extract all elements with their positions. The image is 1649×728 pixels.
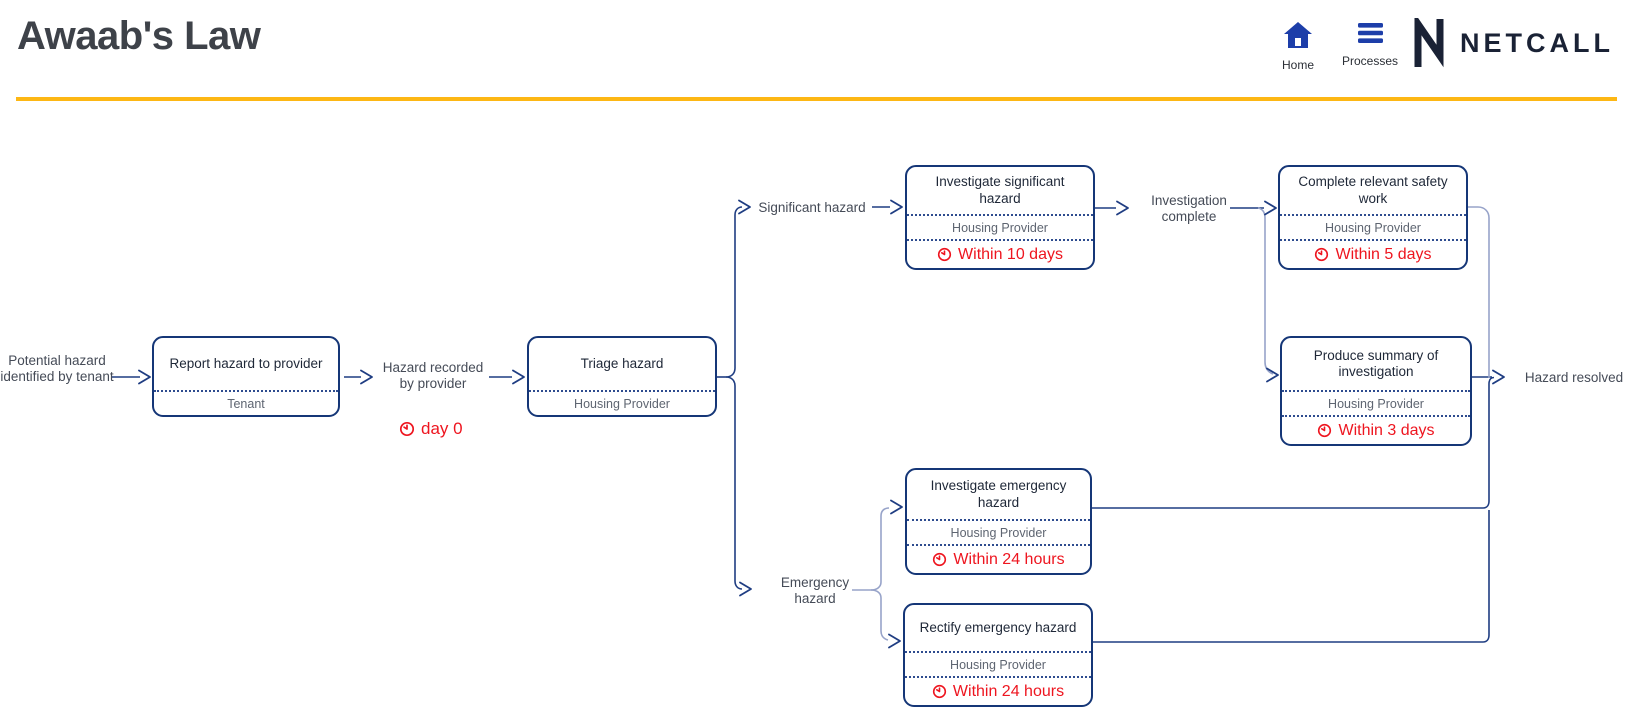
node-title: Investigate significant hazard	[935, 174, 1065, 206]
node-title: Complete relevant safety work	[1298, 174, 1448, 206]
label-significant-hazard: Significant hazard	[758, 200, 866, 215]
node-produce-summary: Produce summary of investigation Housing…	[1280, 336, 1472, 446]
node-title: Rectify emergency hazard	[919, 619, 1077, 635]
node-title: Investigate emergency hazard	[930, 478, 1067, 510]
processes-icon	[1357, 23, 1383, 43]
page-title: Awaab's Law	[17, 14, 261, 58]
nav-processes-label: Processes	[1342, 54, 1399, 68]
clock-icon	[399, 421, 415, 437]
nav-home-label: Home	[1281, 58, 1314, 72]
node-report-hazard: Report hazard to provider Tenant	[152, 336, 340, 417]
node-title: Produce summary of investigation	[1313, 347, 1439, 379]
clock-icon	[932, 684, 947, 699]
netcall-wordmark: NETCALL	[1460, 27, 1614, 58]
node-role: Housing Provider	[907, 214, 1093, 239]
header-accent-divider	[16, 97, 1617, 101]
label-day0-deadline: day 0	[399, 419, 463, 439]
node-triage-hazard: Triage hazard Housing Provider	[527, 336, 717, 417]
home-icon	[1284, 22, 1312, 48]
label-hazard-recorded: Hazard recorded by provider	[382, 360, 484, 391]
label-emergency-hazard: Emergency hazard	[780, 575, 850, 606]
node-role: Housing Provider	[529, 390, 715, 415]
nav-processes[interactable]: Processes	[1342, 20, 1398, 68]
node-role: Housing Provider	[1282, 390, 1470, 415]
node-role: Housing Provider	[1280, 214, 1466, 239]
node-investigate-emergency: Investigate emergency hazard Housing Pro…	[905, 468, 1092, 575]
node-investigate-significant: Investigate significant hazard Housing P…	[905, 165, 1095, 270]
nav-home[interactable]: Home	[1270, 20, 1326, 72]
netcall-logo: NETCALL	[1412, 18, 1614, 68]
node-title: Triage hazard	[580, 355, 664, 371]
node-title: Report hazard to provider	[169, 355, 323, 371]
clock-icon	[1318, 423, 1332, 438]
label-investigation-complete: Investigation complete	[1151, 193, 1227, 224]
node-deadline: Within 3 days	[1282, 415, 1470, 444]
netcall-n-icon	[1414, 18, 1444, 68]
node-role: Tenant	[154, 390, 338, 415]
node-complete-safety-work: Complete relevant safety work Housing Pr…	[1278, 165, 1468, 270]
label-start-event: Potential hazard identified by tenant	[0, 353, 114, 384]
node-rectify-emergency: Rectify emergency hazard Housing Provide…	[903, 603, 1093, 707]
clock-icon	[937, 247, 952, 262]
node-deadline: Within 10 days	[907, 239, 1093, 268]
node-deadline: Within 24 hours	[905, 676, 1091, 705]
node-deadline: Within 5 days	[1280, 239, 1466, 268]
label-hazard-resolved: Hazard resolved	[1524, 370, 1624, 385]
node-role: Housing Provider	[905, 651, 1091, 676]
clock-icon	[933, 552, 947, 567]
clock-icon	[1315, 247, 1329, 262]
node-role: Housing Provider	[907, 519, 1090, 544]
node-deadline: Within 24 hours	[907, 544, 1090, 573]
